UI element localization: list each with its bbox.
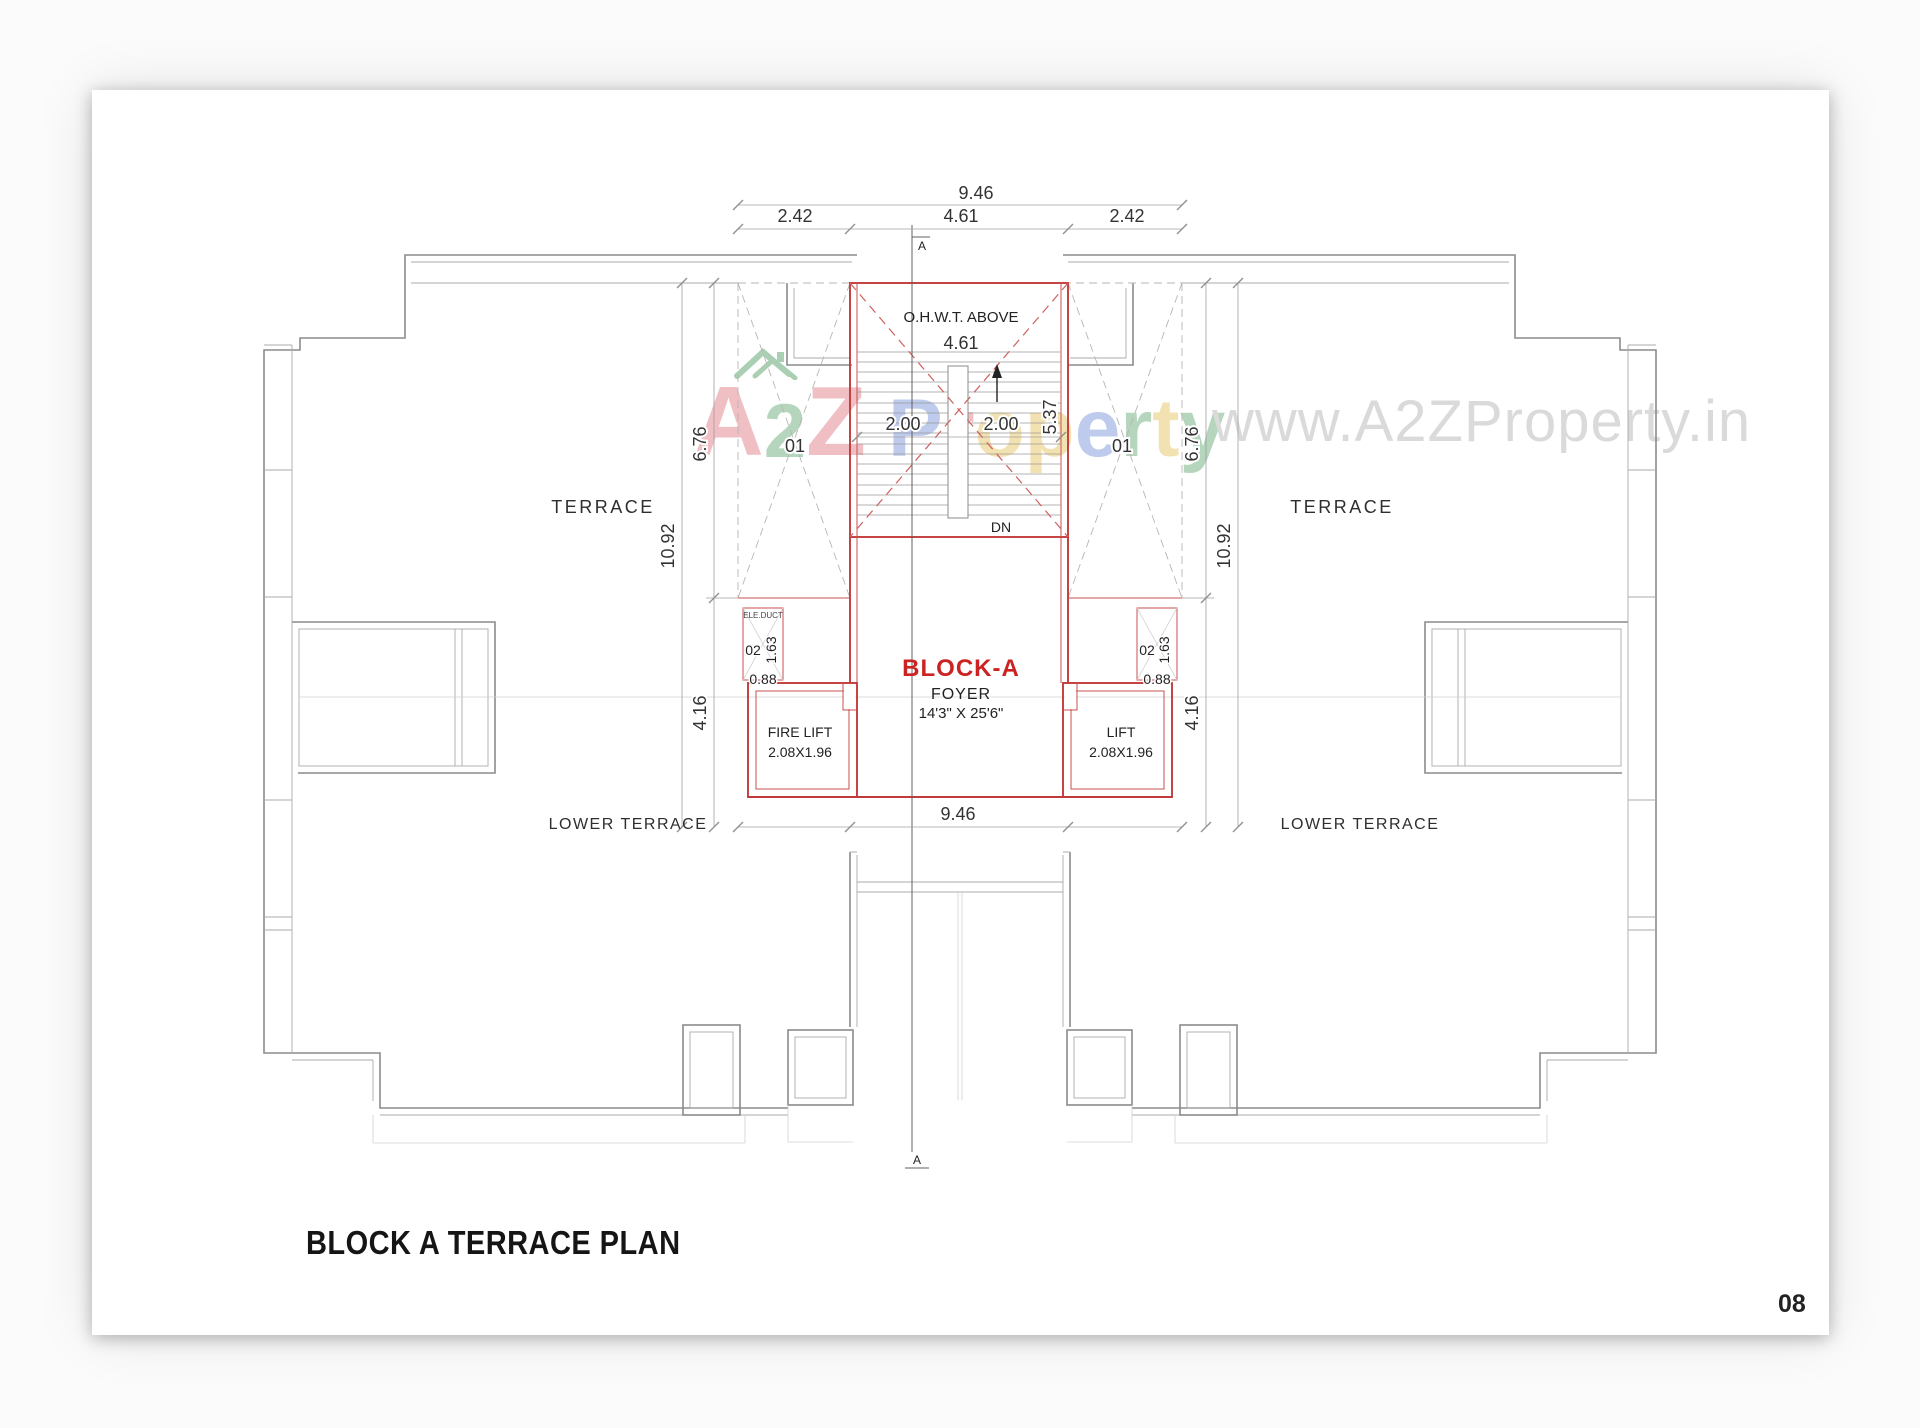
- dim-stair-run: 5.37: [1040, 399, 1060, 434]
- dim-top-seg-left: 2.42: [777, 206, 812, 226]
- duct-left-number: 02: [745, 642, 761, 658]
- dim-right-overall: 10.92: [1214, 523, 1234, 568]
- dim-bottom-total: 9.46: [940, 804, 975, 824]
- dim-ohwt-width: 4.61: [943, 333, 978, 353]
- dim-right-upper: 6.76: [1182, 426, 1202, 461]
- lower-terrace-left-label: LOWER TERRACE: [549, 816, 708, 833]
- dim-top-total: 9.46: [958, 183, 993, 203]
- section-mark-top: A: [918, 239, 926, 253]
- fire-lift-room: [747, 682, 858, 798]
- left-wing-outline: [263, 254, 858, 1144]
- dim-top-seg-mid: 4.61: [943, 206, 978, 226]
- duct-right-number: 02: [1139, 642, 1155, 658]
- dim-duct-right-h: 1.63: [1156, 636, 1172, 663]
- section-line: [905, 225, 930, 1169]
- terrace-right-label: TERRACE: [1290, 497, 1394, 517]
- ohwt-label: O.H.W.T. ABOVE: [903, 309, 1018, 326]
- dim-right-lower: 4.16: [1182, 695, 1202, 730]
- unit-right-label: 01: [1112, 436, 1132, 456]
- foyer-label: FOYER: [931, 686, 991, 703]
- up-arrow-icon: [992, 364, 1002, 378]
- fire-lift-label: FIRE LIFT: [768, 724, 833, 740]
- ele-duct-right: [1136, 607, 1178, 681]
- foyer-size-label: 14'3" X 25'6": [919, 705, 1004, 722]
- lift-label: LIFT: [1107, 724, 1136, 740]
- plan-title: BLOCK A TERRACE PLAN: [306, 1224, 681, 1261]
- dim-left-upper: 6.76: [690, 426, 710, 461]
- dim-duct-right-w: 0.88: [1143, 671, 1170, 687]
- page-card: [92, 90, 1829, 1335]
- dim-duct-left-w: 0.88: [749, 671, 776, 687]
- page-number: 08: [1778, 1290, 1806, 1318]
- lift-room: [1062, 682, 1173, 798]
- unit-left-label: 01: [785, 436, 805, 456]
- bottom-shaft: [787, 851, 1133, 1143]
- dim-left-lower: 4.16: [690, 695, 710, 730]
- ele-duct-label: ELE.DUCT: [743, 611, 783, 620]
- dim-left-overall: 10.92: [658, 523, 678, 568]
- ele-duct-left: [742, 607, 784, 681]
- plan-labels: 9.46 2.42 4.61 2.42 O.H.W.T. ABOVE 4.61 …: [549, 181, 1440, 1167]
- terrace-left-label: TERRACE: [551, 497, 655, 517]
- dim-flight-left: 2.00: [885, 414, 920, 434]
- down-label: DN: [991, 519, 1011, 535]
- dim-top-seg-right: 2.42: [1109, 206, 1144, 226]
- block-label: BLOCK-A: [902, 655, 1020, 682]
- fire-lift-size: 2.08X1.96: [768, 744, 832, 760]
- dim-flight-right: 2.00: [983, 414, 1018, 434]
- dimension-lines: [676, 199, 1244, 833]
- section-mark-bottom: A: [913, 1153, 921, 1167]
- dim-duct-left-h: 1.63: [763, 636, 779, 663]
- right-wing-outline: [1062, 254, 1657, 1144]
- lift-size: 2.08X1.96: [1089, 744, 1153, 760]
- lower-terrace-right-label: LOWER TERRACE: [1281, 816, 1440, 833]
